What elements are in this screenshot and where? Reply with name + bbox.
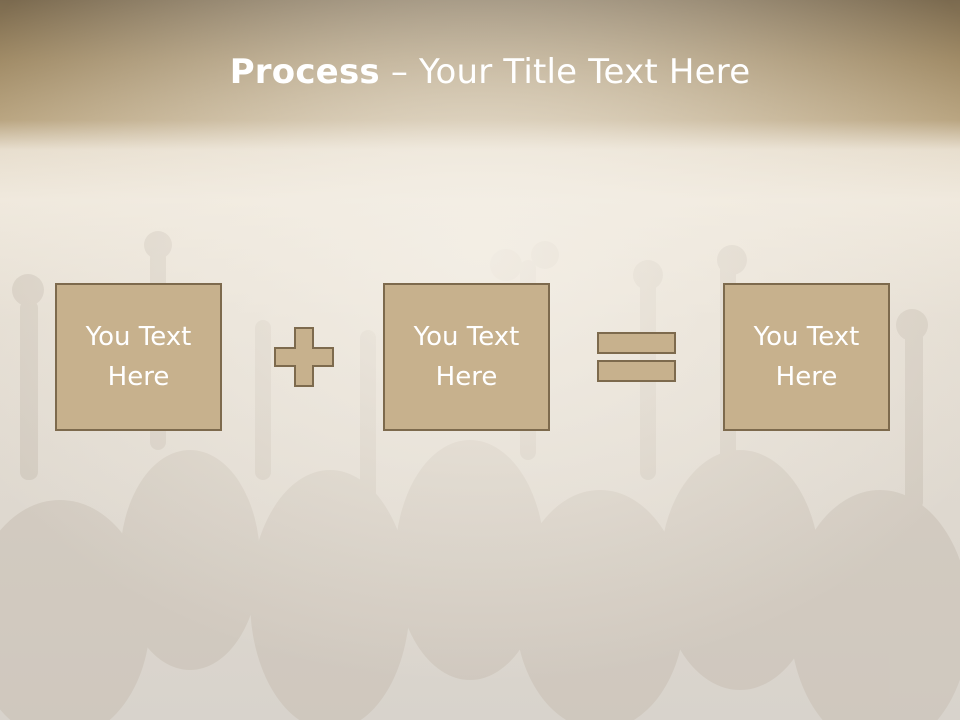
process-box-1[interactable]: You Text Here [55, 283, 222, 431]
equals-icon [597, 332, 676, 382]
process-box-1-text: You Text Here [69, 317, 209, 397]
slide-title: Process – Your Title Text Here [0, 52, 960, 92]
process-box-3[interactable]: You Text Here [723, 283, 890, 431]
title-bold-part: Process [229, 52, 380, 92]
process-box-2-line2: Here [435, 362, 498, 392]
title-rest-part: – Your Title Text Here [379, 52, 751, 92]
process-box-1-line2: Here [107, 362, 170, 392]
plus-icon [274, 327, 334, 387]
process-box-2-text: You Text Here [397, 317, 537, 397]
process-box-2-line1: You Text [413, 322, 520, 352]
process-box-3-line1: You Text [753, 322, 860, 352]
process-box-3-line2: Here [775, 362, 838, 392]
process-box-3-text: You Text Here [737, 317, 877, 397]
process-box-1-line1: You Text [85, 322, 192, 352]
process-box-2[interactable]: You Text Here [383, 283, 550, 431]
